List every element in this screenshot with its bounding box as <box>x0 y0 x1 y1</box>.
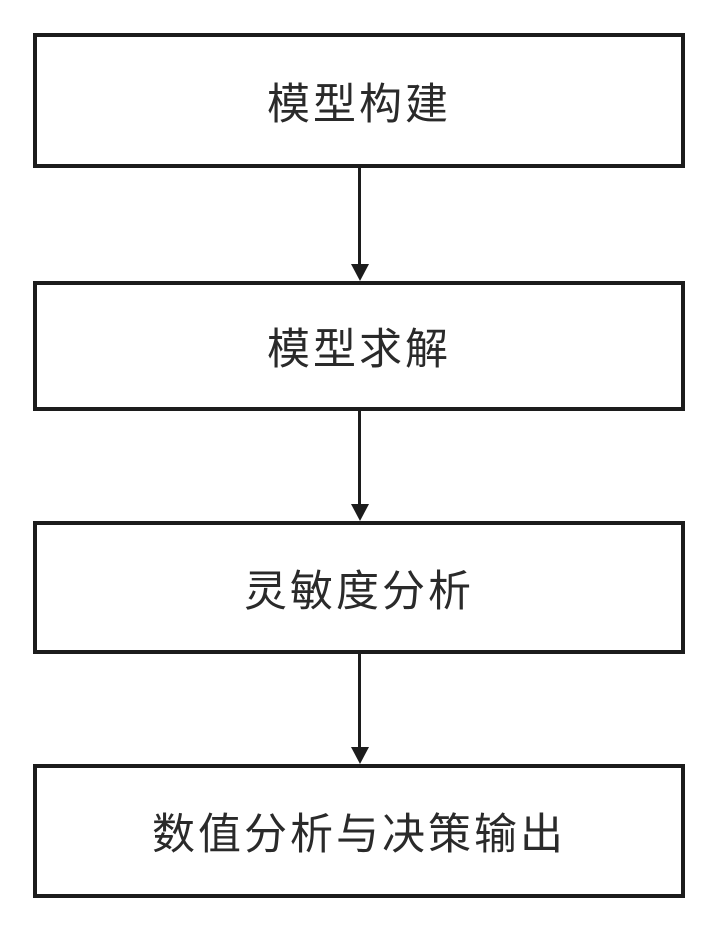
flow-step-numerical-analysis-decision-output: 数值分析与决策输出 <box>33 764 685 898</box>
connector-arrow-1 <box>350 168 369 281</box>
flow-step-label: 灵敏度分析 <box>244 567 474 616</box>
arrow-down-icon <box>350 504 369 521</box>
connector-arrow-2 <box>350 411 369 521</box>
flow-step-label: 模型构建 <box>267 80 451 129</box>
flow-step-model-construction: 模型构建 <box>33 33 685 168</box>
arrow-down-icon <box>350 264 369 281</box>
flow-step-label: 数值分析与决策输出 <box>152 811 566 859</box>
connector-arrow-3 <box>350 654 369 764</box>
arrow-down-icon <box>350 747 369 764</box>
flow-step-label: 模型求解 <box>267 326 451 374</box>
flow-step-sensitivity-analysis: 灵敏度分析 <box>33 521 685 654</box>
flow-step-model-solving: 模型求解 <box>33 281 685 411</box>
